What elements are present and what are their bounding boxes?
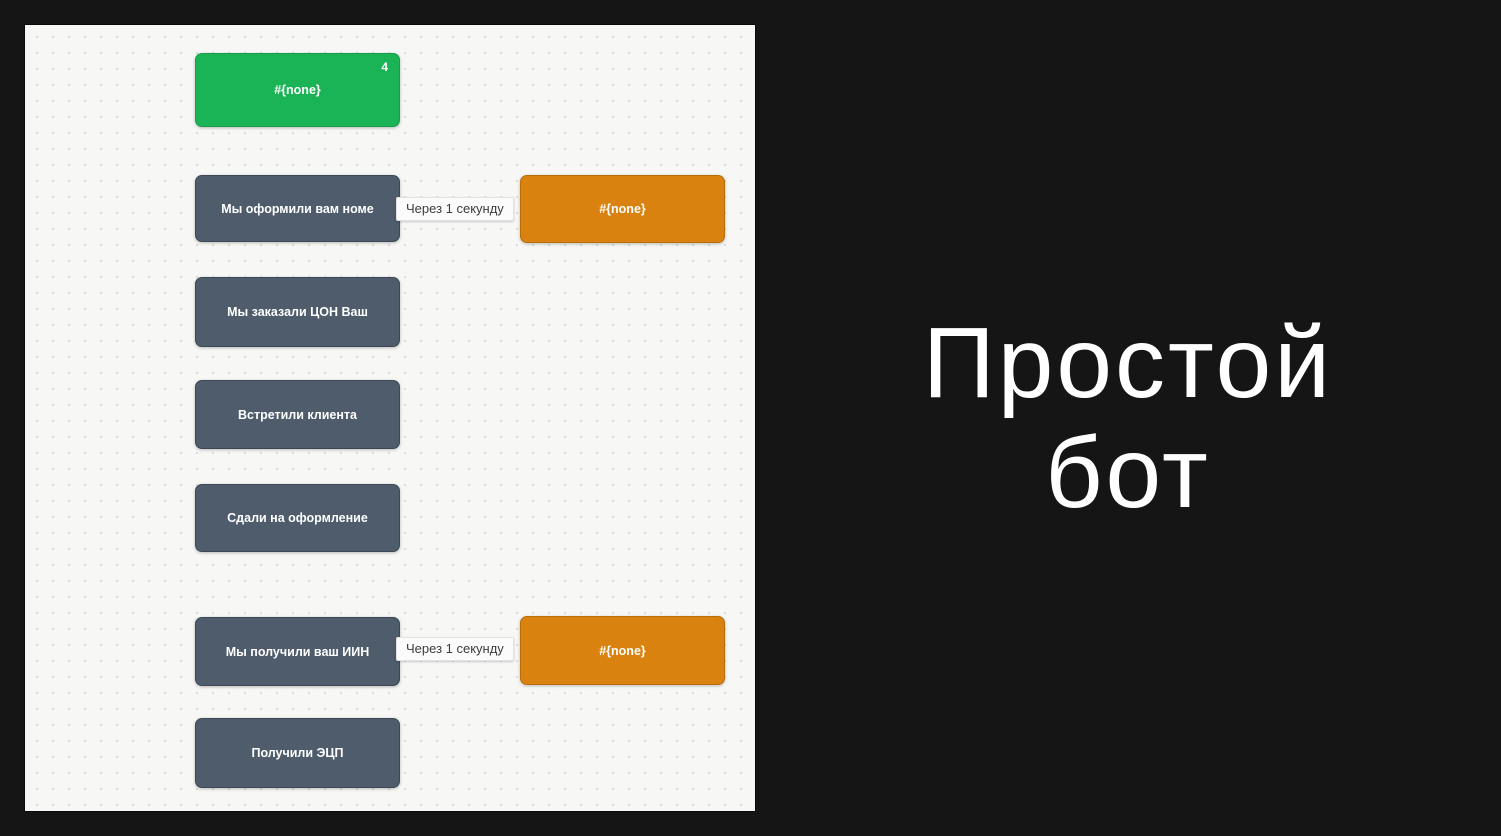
step-node-label: Встретили клиента xyxy=(237,407,358,422)
slide-title-line1: Простой xyxy=(922,307,1334,419)
step-node[interactable]: Мы получили ваш ИИН xyxy=(195,617,400,686)
step-node[interactable]: Мы заказали ЦОН Ваш xyxy=(195,277,400,347)
step-node-label: Мы оформили вам номе xyxy=(221,201,374,216)
step-node-label: Мы получили ваш ИИН xyxy=(225,644,370,659)
delay-badge[interactable]: Через 1 секунду xyxy=(396,197,514,221)
start-node-label: #{none} xyxy=(274,83,321,97)
delay-label: Через 1 секунду xyxy=(406,641,504,656)
flow-canvas[interactable]: 4 #{none} Мы оформили вам номе Через 1 с… xyxy=(25,25,755,811)
step-node[interactable]: Встретили клиента xyxy=(195,380,400,449)
step-node[interactable]: Получили ЭЦП xyxy=(195,718,400,788)
step-node[interactable]: Мы оформили вам номе xyxy=(195,175,400,242)
start-node[interactable]: 4 #{none} xyxy=(195,53,400,127)
step-node-label: Мы заказали ЦОН Ваш xyxy=(227,305,368,319)
delay-badge[interactable]: Через 1 секунду xyxy=(396,637,514,661)
action-node-label: #{none} xyxy=(599,202,646,216)
step-node[interactable]: Сдали на оформление xyxy=(195,484,400,552)
slide-title-line2: бот xyxy=(1045,417,1211,529)
delay-label: Через 1 секунду xyxy=(406,201,504,216)
node-count-badge: 4 xyxy=(381,60,388,74)
action-node-label: #{none} xyxy=(599,643,646,658)
action-node[interactable]: #{none} xyxy=(520,616,725,685)
step-node-label: Получили ЭЦП xyxy=(251,746,344,760)
action-node[interactable]: #{none} xyxy=(520,175,725,243)
slide-title: Простой бот xyxy=(755,0,1501,836)
step-node-label: Сдали на оформление xyxy=(227,511,368,525)
